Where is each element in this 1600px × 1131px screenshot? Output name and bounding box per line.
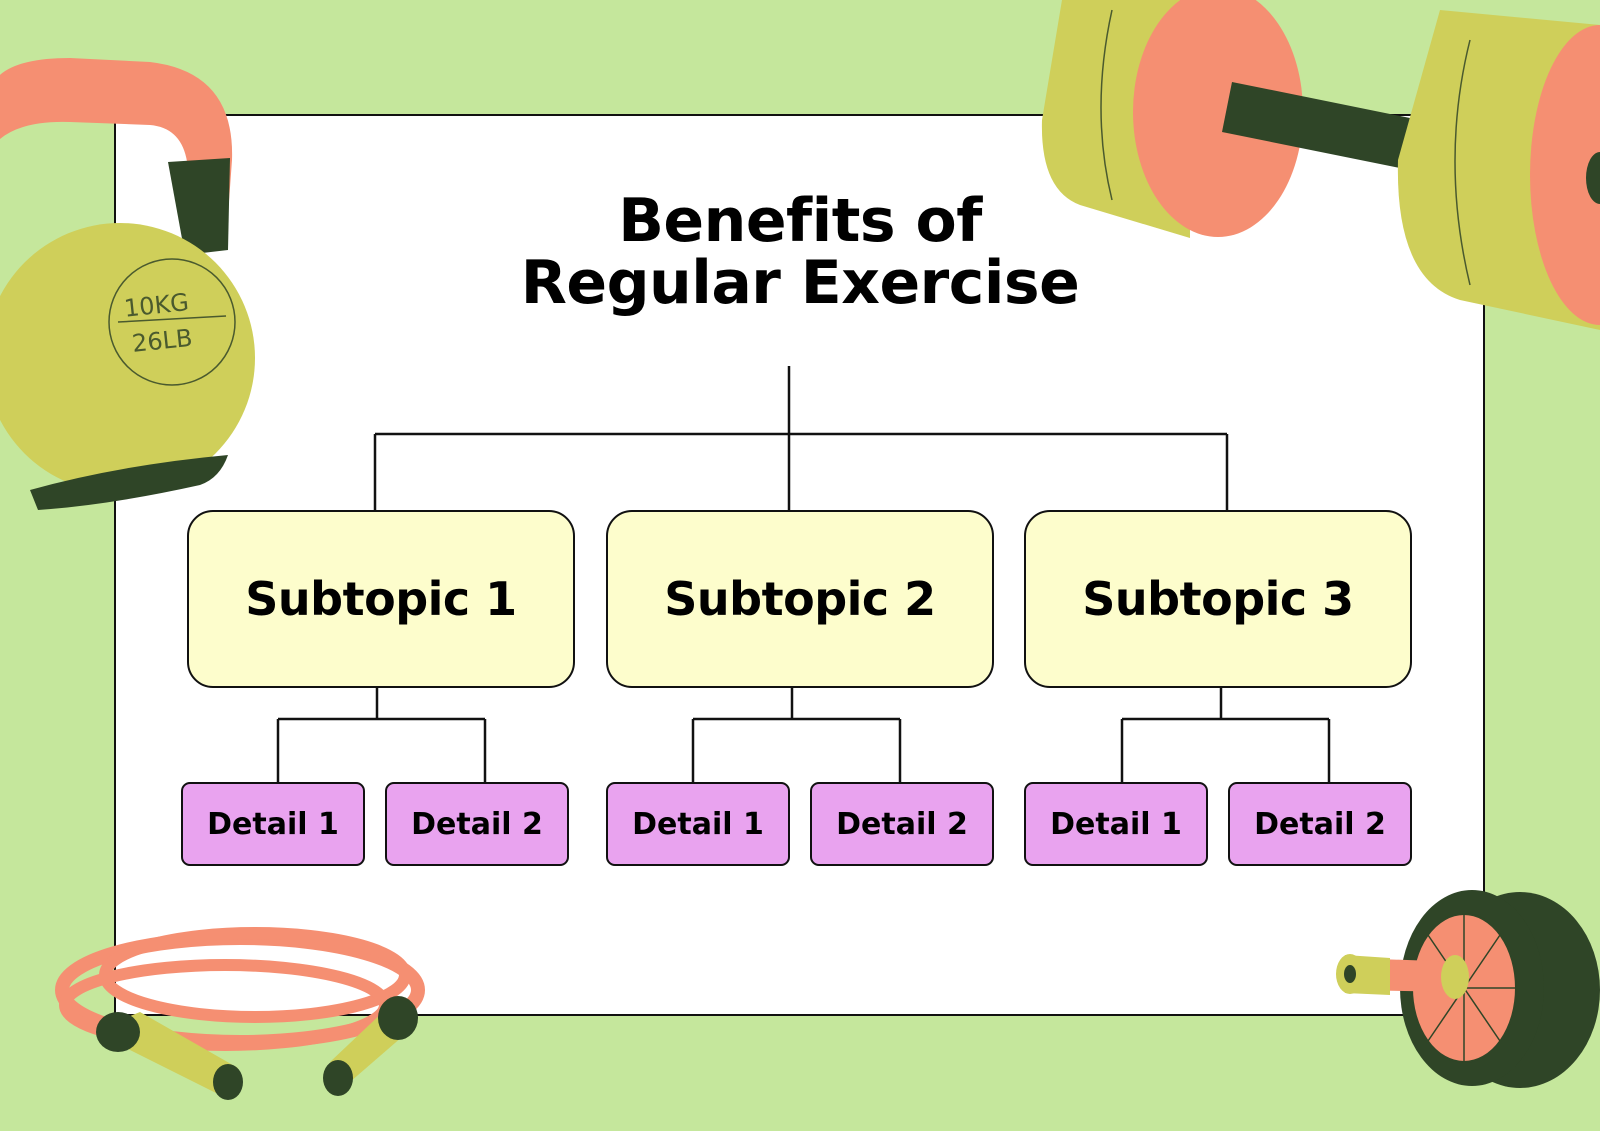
diagram-title: Benefits of Regular Exercise: [400, 190, 1200, 314]
subtopic-1-detail-1: Detail 1: [181, 782, 365, 866]
subtopic-1-detail-2: Detail 2: [385, 782, 569, 866]
subtopic-2-detail-2: Detail 2: [810, 782, 994, 866]
subtopic-3-detail-2: Detail 2: [1228, 782, 1412, 866]
subtopic-2-box: Subtopic 2: [606, 510, 994, 688]
title-line-2: Regular Exercise: [520, 248, 1080, 318]
subtopic-1-box: Subtopic 1: [187, 510, 575, 688]
subtopic-3-detail-1: Detail 1: [1024, 782, 1208, 866]
subtopic-3-box: Subtopic 3: [1024, 510, 1412, 688]
subtopic-2-detail-1: Detail 1: [606, 782, 790, 866]
title-line-1: Benefits of: [618, 186, 982, 256]
